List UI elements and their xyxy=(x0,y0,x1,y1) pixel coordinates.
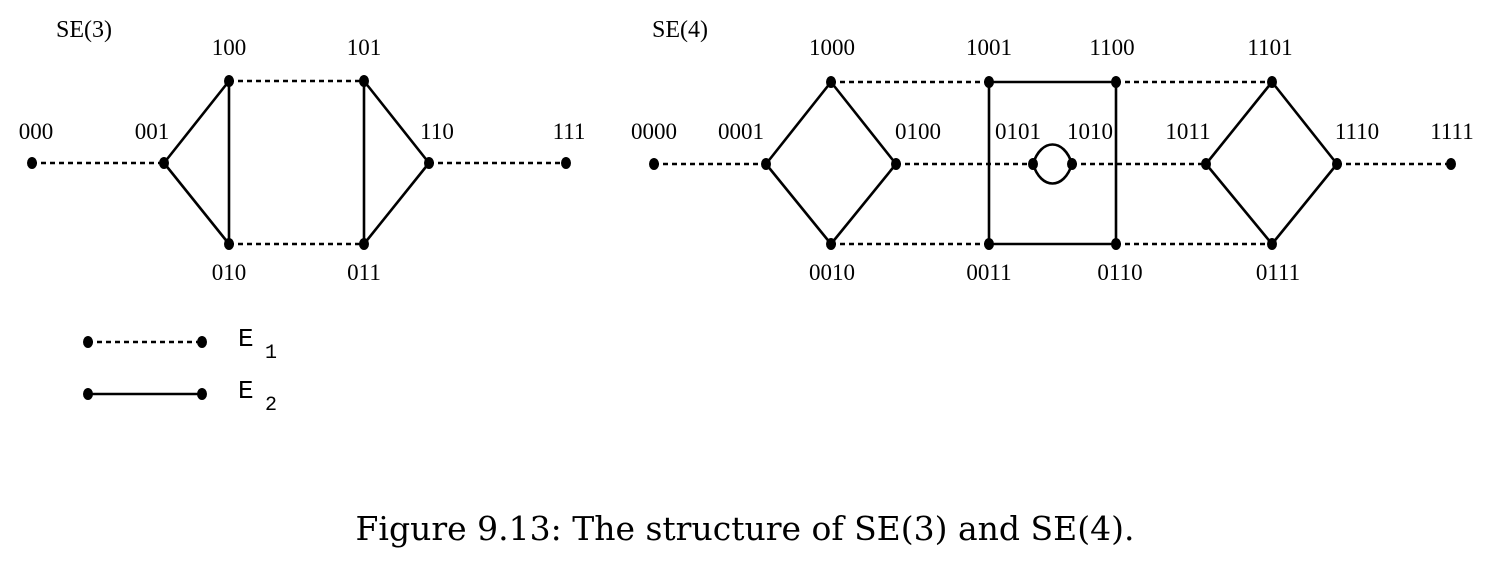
node-label-000: 000 xyxy=(19,119,54,144)
legend-item-e1: E 1 xyxy=(83,324,277,365)
vertex-1001 xyxy=(984,76,994,88)
node-label-100: 100 xyxy=(212,35,247,60)
graph-title-se3: SE(3) xyxy=(56,17,112,43)
vertex-1110 xyxy=(1332,158,1342,170)
edge-e2-0001-1000 xyxy=(764,81,833,165)
legend-e1-dot-right xyxy=(197,336,207,348)
node-label-0111: 0111 xyxy=(1256,260,1300,285)
node-label-110: 110 xyxy=(420,119,454,144)
graph-title-se4: SE(4) xyxy=(652,17,708,43)
vertex-010 xyxy=(224,238,234,250)
figure-caption: Figure 9.13: The structure of SE(3) and … xyxy=(356,509,1135,548)
node-label-101: 101 xyxy=(347,35,382,60)
node-label-0011: 0011 xyxy=(966,260,1011,285)
vertex-0001 xyxy=(761,158,771,170)
legend-e2-subscript: 2 xyxy=(265,394,277,417)
edge-e2-1011-0111 xyxy=(1204,163,1274,245)
legend-e1-dot-left xyxy=(83,336,93,348)
vertex-0000 xyxy=(649,158,659,170)
node-label-0100: 0100 xyxy=(895,119,941,144)
legend-e2-label: E xyxy=(238,376,254,406)
node-label-1111: 1111 xyxy=(1430,119,1473,144)
vertex-1000 xyxy=(826,76,836,88)
vertex-1101 xyxy=(1267,76,1277,88)
edge-e2-101-110 xyxy=(362,80,431,164)
edge-e2-011-110 xyxy=(362,162,431,245)
vertex-0101 xyxy=(1028,158,1038,170)
edge-e2-001-010 xyxy=(162,162,231,245)
graph-se4: SE(4) 0000 0001 1000 0010 0100 1001 0011 0101 10… xyxy=(631,17,1474,285)
node-label-010: 010 xyxy=(212,260,247,285)
node-label-0110: 0110 xyxy=(1097,260,1142,285)
edge-e2-001-100 xyxy=(162,80,231,164)
vertex-001 xyxy=(159,157,169,169)
vertex-0110 xyxy=(1111,238,1121,250)
vertex-0100 xyxy=(891,158,901,170)
node-label-0000: 0000 xyxy=(631,119,677,144)
legend: E 1 E 2 xyxy=(83,324,277,417)
edge-e2-0010-0100 xyxy=(829,163,898,245)
node-label-1010: 1010 xyxy=(1067,119,1113,144)
node-label-011: 011 xyxy=(347,260,381,285)
node-label-111: 111 xyxy=(553,119,586,144)
vertex-0011 xyxy=(984,238,994,250)
node-label-1101: 1101 xyxy=(1247,35,1292,60)
legend-e2-dot-left xyxy=(83,388,93,400)
edge-e2-0001-0010 xyxy=(764,163,833,245)
vertex-1010 xyxy=(1067,158,1077,170)
vertex-110 xyxy=(424,157,434,169)
vertex-100 xyxy=(224,75,234,87)
legend-item-e2: E 2 xyxy=(83,376,277,417)
edge-e2-1011-1101 xyxy=(1204,81,1274,165)
node-label-1000: 1000 xyxy=(809,35,855,60)
vertex-000 xyxy=(27,157,37,169)
node-label-1011: 1011 xyxy=(1165,119,1210,144)
node-label-0101: 0101 xyxy=(995,119,1041,144)
node-label-0010: 0010 xyxy=(809,260,855,285)
edge-e2-1101-1110 xyxy=(1270,81,1339,165)
vertex-1100 xyxy=(1111,76,1121,88)
node-label-0001: 0001 xyxy=(718,119,764,144)
legend-e2-dot-right xyxy=(197,388,207,400)
vertex-1111 xyxy=(1446,158,1456,170)
vertex-011 xyxy=(359,238,369,250)
legend-e1-label: E xyxy=(238,324,254,354)
graph-se3: SE(3) 000 001 100 010 101 011 110 111 xyxy=(19,17,586,285)
edge-e2-0101-1010 xyxy=(1031,143,1074,185)
vertex-111 xyxy=(561,157,571,169)
node-label-1001: 1001 xyxy=(966,35,1012,60)
node-label-1110: 1110 xyxy=(1335,119,1379,144)
vertex-101 xyxy=(359,75,369,87)
vertex-1011 xyxy=(1201,158,1211,170)
node-label-001: 001 xyxy=(135,119,170,144)
edge-e2-1000-0100 xyxy=(829,81,898,165)
edge-e2-0111-1110 xyxy=(1270,163,1339,245)
vertex-0111 xyxy=(1267,238,1277,250)
vertex-0010 xyxy=(826,238,836,250)
node-label-1100: 1100 xyxy=(1089,35,1134,60)
legend-e1-subscript: 1 xyxy=(265,342,277,365)
